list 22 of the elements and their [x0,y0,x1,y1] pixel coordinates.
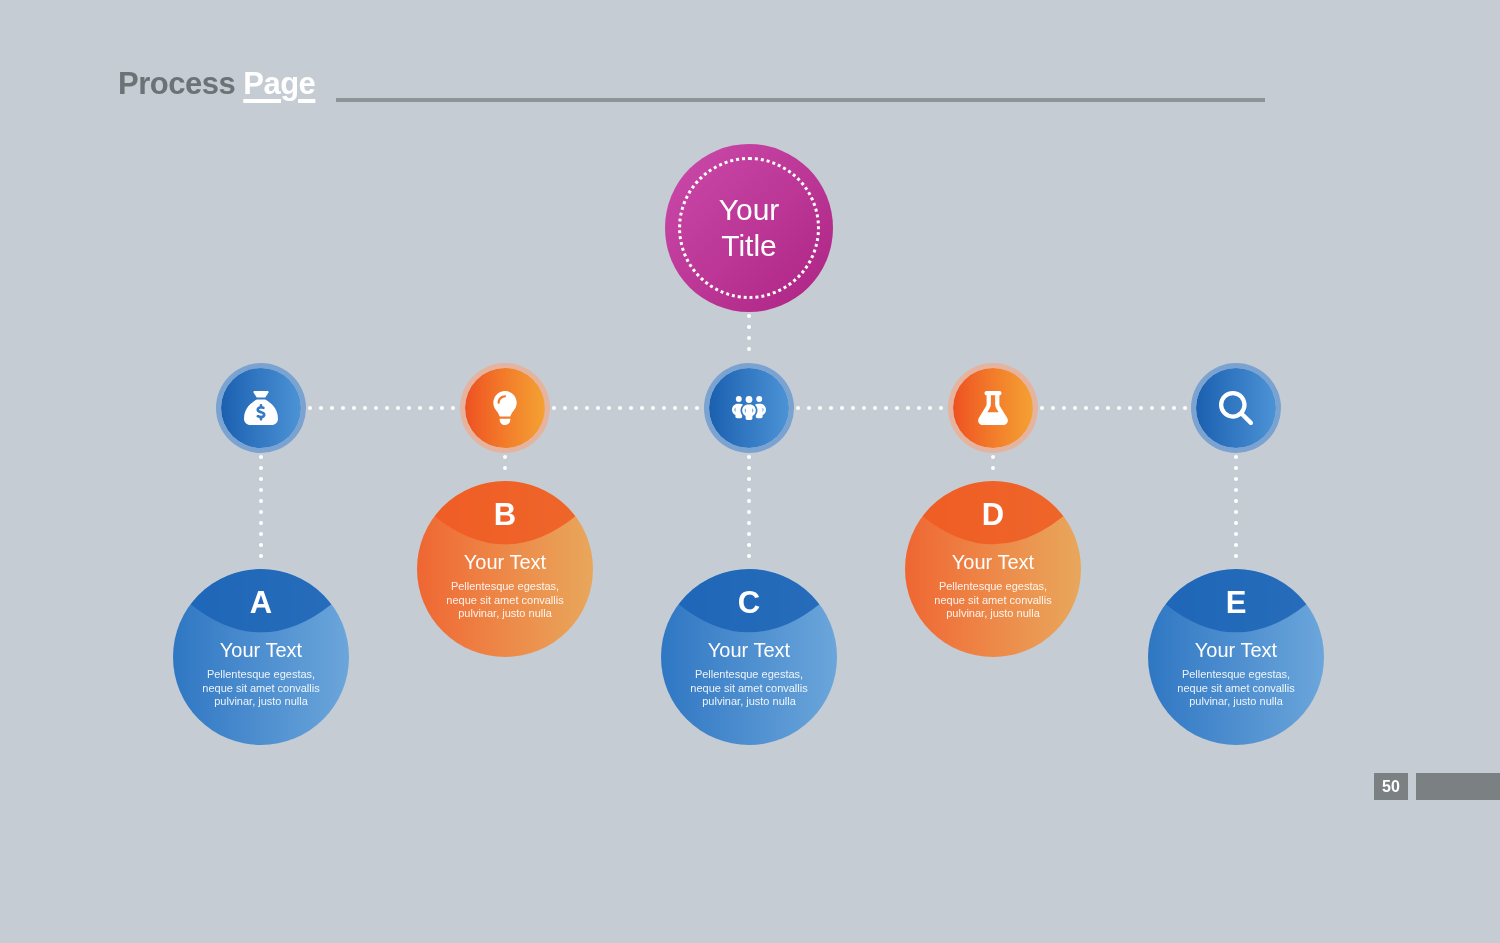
circle-body-text: Pellentesque egestas, neque sit amet convallis pulvinar, justo nulla [1176,668,1296,709]
circle-body-text: Pellentesque egestas, neque sit amet convallis pulvinar, justo nulla [201,668,321,709]
circle-heading: Your Text [219,638,303,662]
circle-body-text: Pellentesque egestas, neque sit amet convallis pulvinar, justo nulla [933,580,1053,621]
circle-title: Your Title [717,192,781,264]
circle-heading: Your Text [1194,638,1278,662]
circle-letter: C [737,585,761,621]
circle-letter: D [981,497,1005,533]
circle-letter: E [1225,585,1247,621]
dotted-connector [796,406,946,410]
page-number: 50 [1374,773,1408,800]
dotted-connector [1040,406,1189,410]
circle-letter: A [249,585,273,621]
circle-body-text: Pellentesque egestas, neque sit amet convallis pulvinar, justo nulla [445,580,565,621]
dotted-connector [552,406,702,410]
dotted-connector [308,406,458,410]
circle-heading: Your Text [951,550,1035,574]
circle-heading: Your Text [463,550,547,574]
page-title: Process Page [118,65,316,103]
circle-heading: Your Text [707,638,791,662]
circle-letter: B [493,497,517,533]
circle-body-text: Pellentesque egestas, neque sit amet convallis pulvinar, justo nulla [689,668,809,709]
